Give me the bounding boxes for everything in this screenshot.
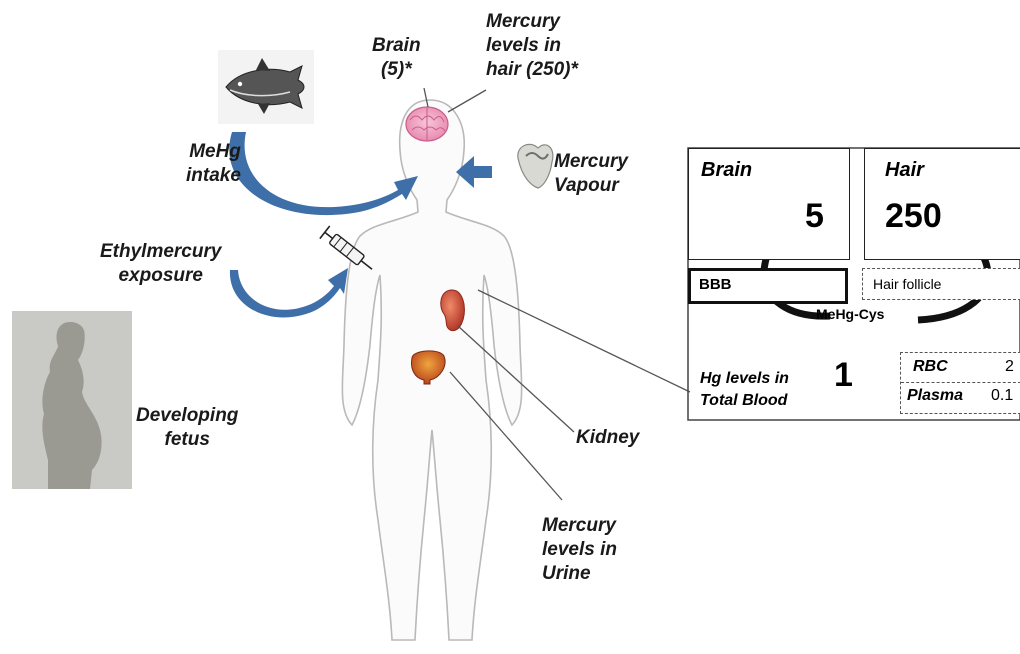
plasma-value: 0.1: [991, 387, 1013, 405]
mercury-hair-label: Mercury levels in hair (250)*: [486, 10, 578, 82]
hair-box: Hair 250: [864, 148, 1020, 260]
bbb-box: BBB: [688, 268, 848, 304]
blood-components-box: RBC 2 Plasma 0.1: [900, 352, 1020, 414]
tooth-amalgam-icon: [518, 144, 553, 188]
hair-box-title: Hair: [885, 159, 924, 182]
mercury-vapour-label: Mercury Vapour: [554, 150, 628, 198]
plasma-row: Plasma 0.1: [901, 383, 1020, 412]
rbc-label: RBC: [913, 358, 948, 376]
mehg-intake-label: MeHg intake: [186, 140, 241, 188]
mercury-urine-label: Mercury levels in Urine: [542, 514, 617, 586]
brain-box: Brain 5: [688, 148, 850, 260]
total-blood-label: Hg levels in Total Blood: [700, 368, 789, 412]
mehg-intake-arrow: [229, 132, 418, 215]
mehg-cys-label: MeHg-Cys: [816, 306, 884, 322]
plasma-label: Plasma: [907, 387, 963, 405]
brain-label: Brain (5)*: [372, 34, 421, 82]
total-blood-value: 1: [834, 356, 853, 395]
ethylmercury-arrow: [230, 268, 348, 317]
ethylmercury-label: Ethylmercury exposure: [100, 240, 221, 288]
hair-follicle-label: Hair follicle: [873, 276, 941, 292]
kidney-label: Kidney: [576, 426, 639, 450]
brain-box-title: Brain: [701, 159, 752, 182]
brain-box-value: 5: [805, 197, 824, 236]
rbc-value: 2: [1005, 358, 1014, 376]
hair-box-value: 250: [885, 197, 942, 236]
brain-organ-icon: [406, 107, 448, 141]
fish-icon: [218, 50, 314, 124]
bbb-label: BBB: [699, 276, 732, 293]
rbc-row: RBC 2: [901, 353, 1020, 383]
developing-fetus-label: Developing fetus: [136, 404, 238, 452]
hair-follicle-box: Hair follicle: [862, 268, 1020, 300]
pregnant-silhouette-icon: [12, 311, 132, 489]
